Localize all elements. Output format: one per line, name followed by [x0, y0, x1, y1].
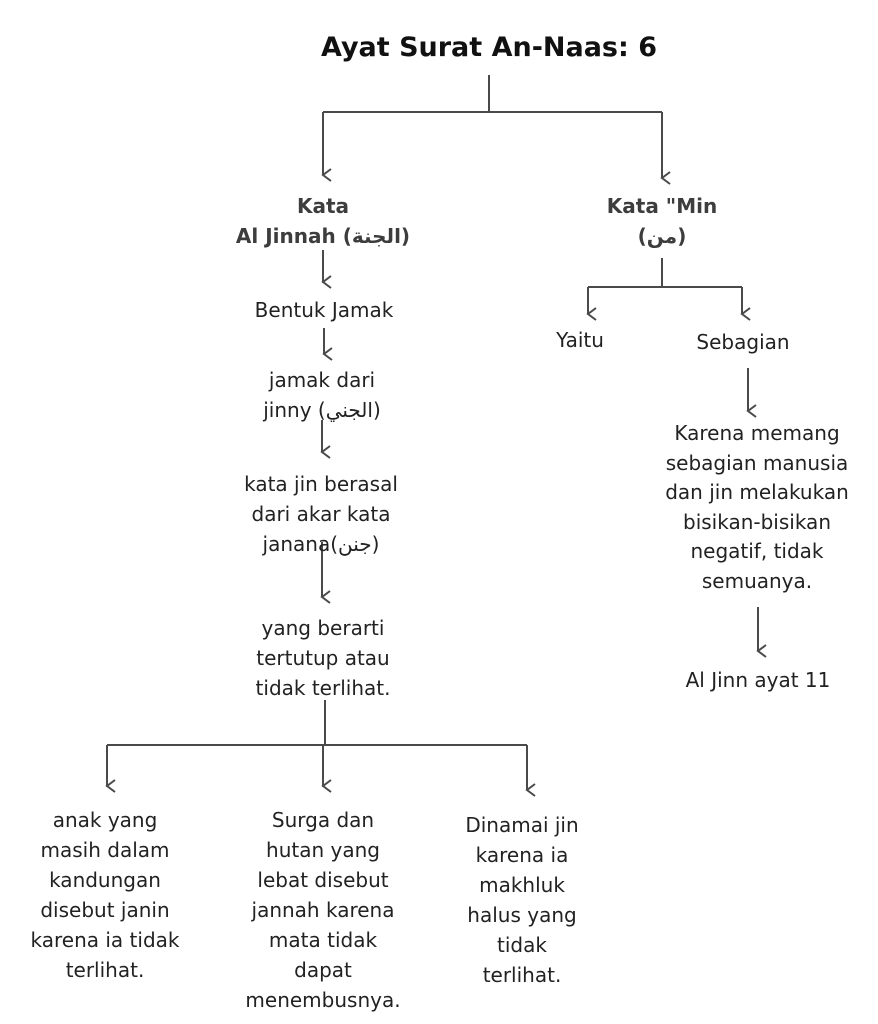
text-line: Surga dan — [271, 808, 375, 832]
node-bentuk-jamak: Bentuk Jamak — [255, 295, 394, 325]
text-line: jamak dari — [268, 368, 376, 392]
heading-line: (من) — [637, 224, 687, 248]
node-berarti: yang berarti tertutup atau tidak terliha… — [256, 613, 391, 703]
text-line: tertutup atau — [256, 646, 390, 670]
text-line: jinny (الجني) — [263, 398, 381, 422]
text-line: Dinamai jin — [465, 813, 579, 837]
text-line: karena ia tidak — [30, 928, 180, 952]
text-line: halus yang — [467, 903, 577, 927]
node-al-jinnah: Kata Al Jinnah (الجنة) — [236, 191, 410, 251]
text-line: anak yang — [52, 808, 158, 832]
text-line: janana(جنن) — [262, 532, 380, 556]
text-line: karena ia — [475, 843, 569, 867]
node-asal-kata: kata jin berasal dari akar kata janana(ج… — [244, 469, 398, 559]
text-line: masih dalam — [40, 838, 170, 862]
text-line: terlihat. — [65, 958, 145, 982]
node-reference: Al Jinn ayat 11 — [685, 668, 831, 692]
text-line: Karena memang — [674, 421, 840, 445]
text-line: bisikan-bisikan — [682, 509, 831, 534]
text-line: sebagian manusia — [665, 450, 849, 475]
node-min: Kata "Min (من) — [607, 191, 717, 251]
text-line: tidak terlihat. — [255, 676, 391, 700]
split-bottom — [107, 700, 527, 746]
text-line: hutan yang — [266, 838, 380, 862]
heading-line: Kata — [296, 194, 350, 218]
text-line: dapat — [294, 958, 352, 982]
text-line: lebat disebut — [257, 868, 389, 892]
text-line: mata tidak — [268, 928, 378, 952]
node-sebagian: Sebagian — [696, 330, 790, 354]
text-line: terlihat. — [482, 963, 562, 987]
split-right — [588, 258, 742, 288]
node-jannah: Surga dan hutan yang lebat disebut janna… — [245, 805, 400, 1015]
node-karena-memang: Karena memang sebagian manusia dan jin m… — [665, 419, 849, 596]
text-line: dan jin melakukan — [665, 480, 849, 504]
text-line: dari akar kata — [251, 502, 391, 526]
text-line: makhluk — [479, 873, 565, 897]
text-line: yang berarti — [261, 616, 385, 640]
text-line: menembusnya. — [245, 988, 401, 1012]
node-yaitu: Yaitu — [556, 328, 604, 352]
text-line: jannah karena — [251, 898, 395, 922]
title-stem — [323, 75, 662, 113]
text-line: semuanya. — [701, 568, 813, 593]
text-line: tidak — [497, 933, 547, 957]
node-janin: anak yang masih dalam kandungan disebut … — [31, 805, 180, 985]
text-line: kata jin berasal — [244, 472, 398, 496]
heading-line: Al Jinnah (الجنة) — [235, 224, 411, 248]
text-line: kandungan — [49, 868, 161, 892]
text-line: Bentuk Jamak — [254, 298, 394, 322]
text-line: negatif, tidak — [690, 539, 824, 563]
diagram-title: Ayat Surat An-Naas: 6 — [321, 32, 657, 63]
node-jamak-dari: jamak dari jinny (الجني) — [263, 365, 381, 425]
heading-line: Kata "Min — [606, 194, 718, 218]
text-line: disebut janin — [40, 898, 170, 922]
node-dinamai-jin: Dinamai jin karena ia makhluk halus yang… — [465, 810, 578, 990]
